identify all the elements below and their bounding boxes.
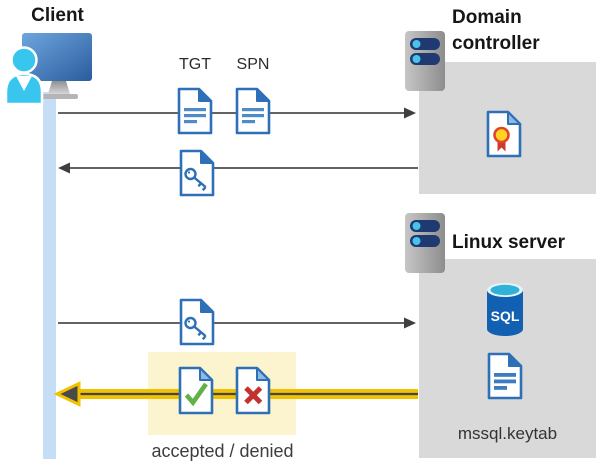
sql-database-cylinder-icon: SQL <box>487 283 523 336</box>
key-document-icon <box>179 298 215 346</box>
key-document-icon <box>179 149 215 197</box>
spn-document-icon <box>235 87 271 135</box>
server-rack-icon <box>405 31 445 91</box>
tgt-document-icon <box>177 87 213 135</box>
server-rack-icon <box>405 213 445 273</box>
arrow-dc-to-client <box>58 162 418 174</box>
accepted-checkmark-document-icon <box>178 366 214 415</box>
tgt-label: TGT <box>179 56 211 73</box>
keytab-document-icon <box>487 352 523 400</box>
client-lifeline <box>43 92 56 459</box>
person-at-computer-icon <box>4 33 92 104</box>
domain-controller-title: Domain controller <box>452 7 540 54</box>
denied-x-document-icon <box>235 366 271 415</box>
client-title: Client <box>31 5 84 26</box>
sql-badge-text: SQL <box>491 308 520 324</box>
arrow-client-to-linux <box>58 317 416 329</box>
result-highlight-box <box>148 352 296 435</box>
keytab-filename: mssql.keytab <box>457 424 558 443</box>
accepted-denied-label: accepted / denied <box>151 441 294 461</box>
spn-label: SPN <box>236 56 270 73</box>
certificate-seal-document-icon <box>486 110 522 158</box>
linux-server-title: Linux server <box>452 232 565 253</box>
